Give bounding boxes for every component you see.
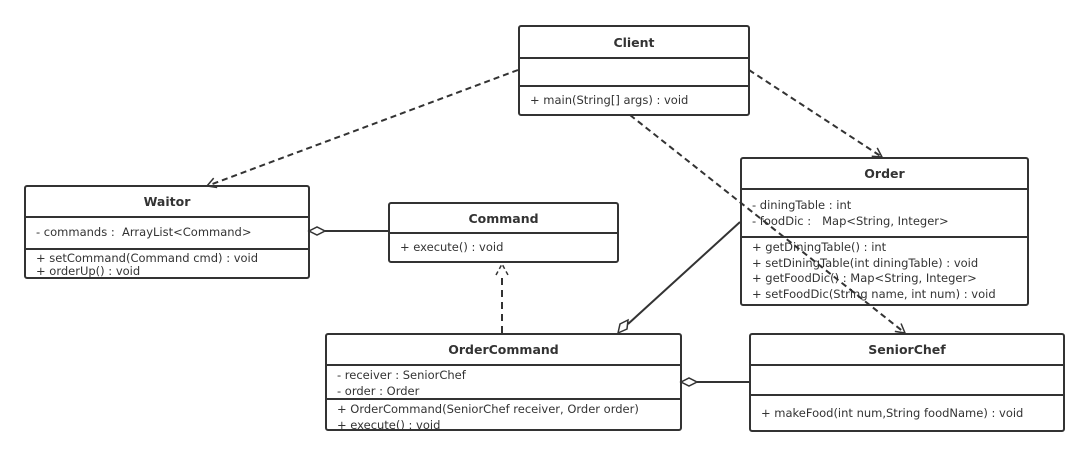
attribute: - diningTable : int xyxy=(752,198,852,212)
method: + setFoodDic(String name, int num) : voi… xyxy=(752,286,996,301)
method: + setCommand(Command cmd) : void xyxy=(36,251,259,265)
class-command[interactable]: Command + execute() : void xyxy=(388,202,619,263)
methods-section: + getDiningTable() : int+ setDiningTable… xyxy=(742,238,1027,302)
methods-section: + main(String[] args) : void xyxy=(520,87,748,109)
method: + execute() : void xyxy=(337,417,441,430)
attribute: - order : Order xyxy=(337,383,420,398)
methods-section: + execute() : void xyxy=(390,234,617,256)
class-seniorchef[interactable]: SeniorChef + makeFood(int num,String foo… xyxy=(749,333,1065,432)
methods-section: + setCommand(Command cmd) : void+ orderU… xyxy=(26,250,308,278)
method: + getFoodDic() : Map<String, Integer> xyxy=(752,271,977,285)
class-name: Waitor xyxy=(26,187,308,218)
class-waitor[interactable]: Waitor - commands : ArrayList<Command> +… xyxy=(24,185,310,279)
attributes-section: - receiver : SeniorChef- order : Order xyxy=(327,366,680,400)
class-name: Client xyxy=(520,27,748,59)
aggregation-diamond-waitor xyxy=(307,226,327,236)
aggregation-order-ordercommand xyxy=(627,221,741,325)
dependency-client-waitor xyxy=(205,69,519,189)
methods-section: + makeFood(int num,String foodName) : vo… xyxy=(751,396,1063,422)
attributes-section: - diningTable : int- foodDic : Map<Strin… xyxy=(742,190,1027,238)
class-order[interactable]: Order - diningTable : int- foodDic : Map… xyxy=(740,157,1029,306)
attribute: - receiver : SeniorChef xyxy=(337,368,466,382)
methods-section: + OrderCommand(SeniorChef receiver, Orde… xyxy=(327,400,680,429)
method: + execute() : void xyxy=(400,240,504,254)
class-name: OrderCommand xyxy=(327,335,680,366)
class-name: Command xyxy=(390,204,617,234)
aggregation-diamond-ordercommand-right xyxy=(679,377,699,387)
method: + orderUp() : void xyxy=(36,264,141,278)
method: + setDiningTable(int diningTable) : void xyxy=(752,255,979,270)
method: + OrderCommand(SeniorChef receiver, Orde… xyxy=(337,402,639,416)
attributes-section: - commands : ArrayList<Command> xyxy=(26,218,308,250)
attribute: - foodDic : Map<String, Integer> xyxy=(752,213,949,228)
method: + main(String[] args) : void xyxy=(530,93,689,107)
class-ordercommand[interactable]: OrderCommand - receiver : SeniorChef- or… xyxy=(325,333,682,431)
class-client[interactable]: Client + main(String[] args) : void xyxy=(518,25,750,116)
attribute: - commands : ArrayList<Command> xyxy=(36,225,252,239)
method: + getDiningTable() : int xyxy=(752,240,887,254)
attributes-section xyxy=(751,366,1063,396)
realization-triangle xyxy=(495,262,509,276)
class-name: Order xyxy=(742,159,1027,190)
dependency-client-order xyxy=(748,69,884,158)
class-name: SeniorChef xyxy=(751,335,1063,366)
attributes-section xyxy=(520,59,748,87)
aggregation-diamond-ordercommand-top xyxy=(616,318,629,335)
method: + makeFood(int num,String foodName) : vo… xyxy=(761,406,1024,420)
